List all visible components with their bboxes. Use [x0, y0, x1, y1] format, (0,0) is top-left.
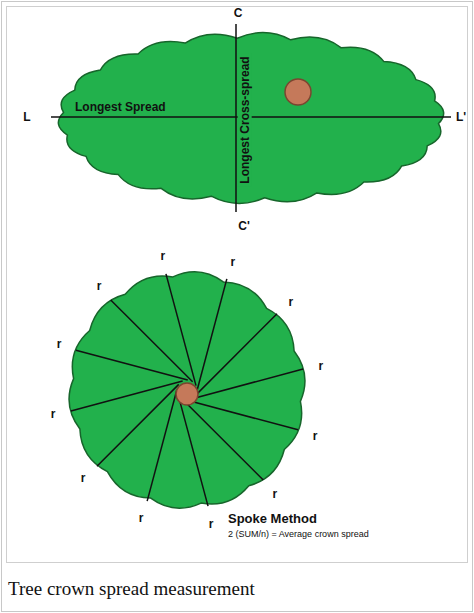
radius-label: r	[51, 407, 56, 421]
spoke-line	[111, 300, 193, 382]
radius-label: r	[139, 511, 144, 525]
spoke-crown	[69, 272, 305, 508]
radius-label: r	[81, 471, 86, 485]
spoke-line	[166, 274, 196, 386]
formula-note: 2 (SUM/n) = Average crown spread	[228, 529, 369, 539]
radius-label: r	[313, 429, 318, 443]
method-title: Spoke Method	[228, 511, 317, 526]
spoke-line	[76, 350, 188, 380]
tree-crown: Longest Spread Longest Cross-spread	[45, 22, 457, 214]
radius-label: r	[318, 359, 323, 373]
spoke-line	[195, 314, 277, 396]
image-frame	[7, 7, 468, 563]
spoke-line	[197, 279, 227, 391]
spoke-line	[147, 389, 177, 501]
spoke-line	[186, 400, 298, 430]
spoke-line	[181, 398, 263, 480]
end-letter: L'	[456, 110, 466, 124]
spoke-line	[97, 384, 179, 466]
end-letter: C'	[238, 219, 250, 233]
radius-label: r	[231, 255, 236, 269]
spoke-line	[71, 381, 183, 411]
spread-label: Longest Spread	[75, 100, 166, 114]
radius-label: r	[57, 337, 62, 351]
cross-spread-line	[235, 24, 237, 212]
trunk	[176, 383, 198, 405]
radius-label: r	[97, 279, 102, 293]
crown-shape	[69, 272, 305, 508]
figure-caption: Tree crown spread measurement	[8, 578, 255, 600]
spoke-line	[191, 369, 303, 399]
trunk	[285, 79, 311, 105]
end-letter: L	[23, 110, 30, 124]
spoke-line	[178, 394, 208, 506]
end-letter: C	[234, 6, 243, 20]
cross-spread-label: Longest Cross-spread	[238, 53, 252, 186]
radius-label: r	[273, 487, 278, 501]
radius-label: r	[160, 249, 165, 263]
radius-label: r	[209, 517, 214, 531]
radius-label: r	[288, 295, 293, 309]
crown-shape	[58, 33, 443, 204]
